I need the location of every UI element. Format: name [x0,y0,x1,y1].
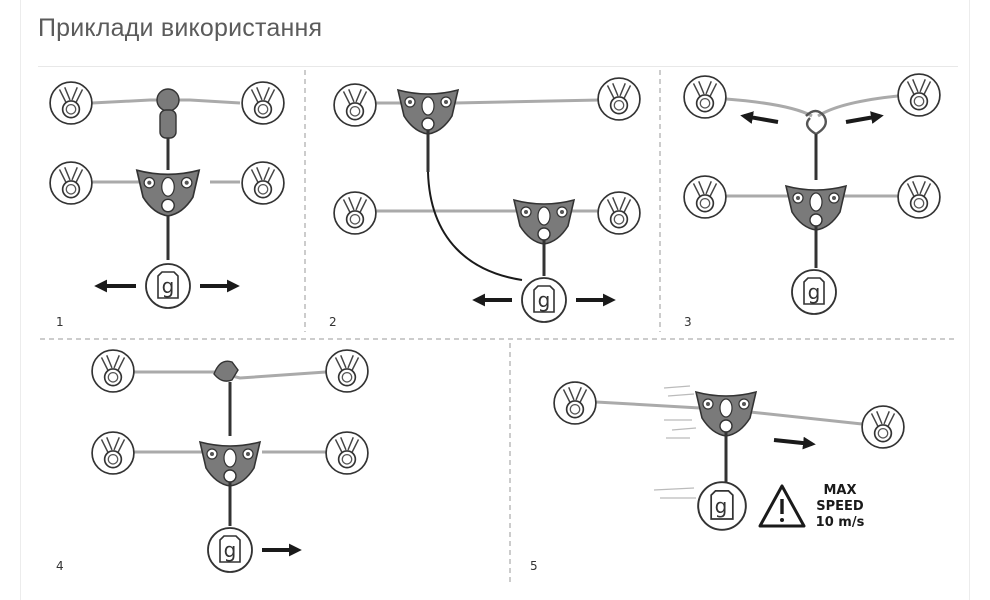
weight-label: g [224,538,237,562]
anchor-icon [241,81,285,125]
panel-number: 5 [530,559,538,573]
trolley-wheel-icon [156,88,180,112]
panel-number: 4 [56,559,64,573]
weight-label: g [715,494,728,518]
right-border [969,0,970,600]
panel-number: 3 [684,315,692,329]
panel-1: g 1 [49,81,285,329]
rope [595,400,863,426]
panel-number: 2 [329,315,337,329]
anchor-icon [597,191,641,235]
warning-line-1: MAX [823,483,856,498]
warning-line-2: SPEED [816,499,864,514]
rope [376,98,601,213]
tag-line [427,171,523,281]
anchor-icon [333,191,377,235]
speed-lines [653,385,697,499]
panel-3: g 3 [683,73,941,329]
left-border [20,0,21,600]
panel-4: g 4 [56,349,369,573]
pulley-icon [135,169,201,217]
panel-number: 1 [56,315,64,329]
connector-icon [159,109,177,139]
panel-dividers [40,70,955,585]
anchor-icon [91,349,135,393]
pulley-icon [695,391,757,437]
panel-2: g 2 [329,77,641,329]
weight-label: g [808,280,821,304]
anchor-icon [325,431,369,475]
anchor-icon [241,161,285,205]
title-underline [38,66,958,67]
anchor-icon [897,73,941,117]
pulley-icon [199,441,261,487]
anchor-icon [861,405,905,449]
arrow-right-icon [773,436,816,450]
warning-icon [758,484,806,528]
rope-clamp-icon [213,360,239,382]
anchor-icon [91,431,135,475]
knot-icon [805,109,827,136]
page-title: Приклади використання [38,14,323,42]
anchor-icon [325,349,369,393]
anchor-icon [897,175,941,219]
arrow-left-icon [740,111,779,124]
anchor-icon [597,77,641,121]
anchor-icon [683,175,727,219]
anchor-icon [683,75,727,119]
pulley-icon [785,185,847,231]
pulley-icon [513,199,575,245]
weight-label: g [162,274,175,298]
weight-label: g [538,288,551,312]
anchor-icon [333,83,377,127]
anchor-icon [553,381,597,425]
anchor-icon [49,81,93,125]
warning-line-3: 10 m/s [816,515,865,530]
panel-5: g MAX SPEED 10 m/s 5 [530,381,905,573]
pulley-icon [397,89,459,135]
anchor-icon [49,161,93,205]
arrow-right-icon [845,111,884,124]
